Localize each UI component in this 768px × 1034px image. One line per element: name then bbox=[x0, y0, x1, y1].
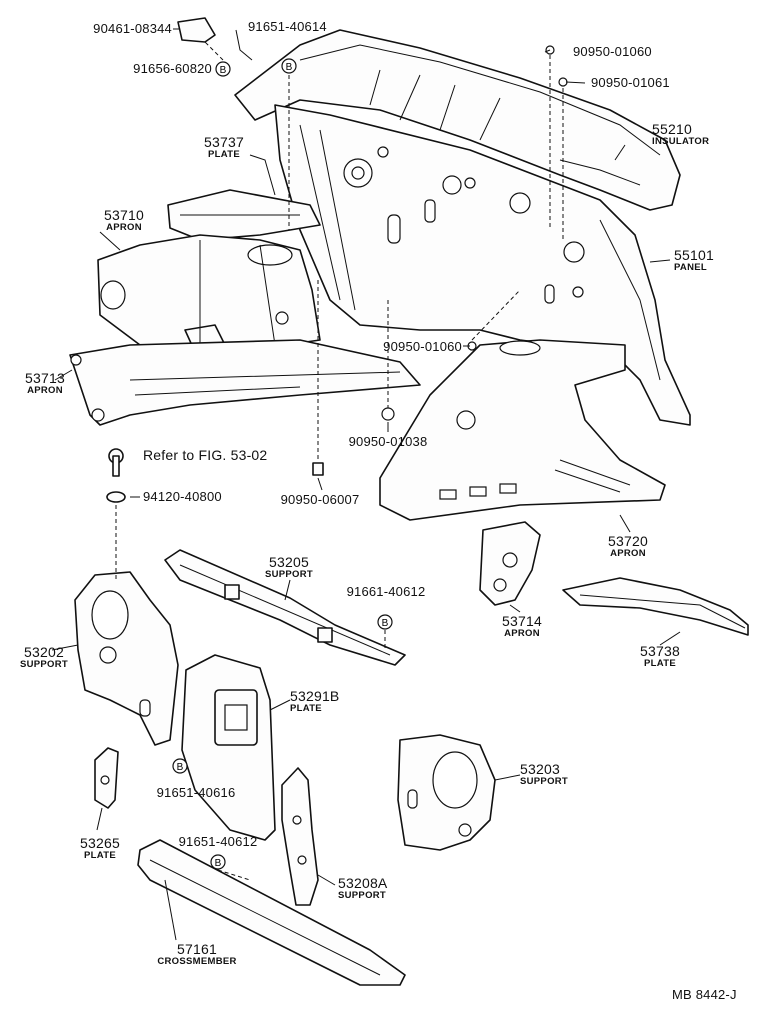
plate-53265[interactable] bbox=[94, 747, 119, 809]
label-94120-40800: 94120-40800 bbox=[143, 489, 222, 504]
apron-53713[interactable] bbox=[69, 339, 421, 426]
footer-code: MB 8442-J bbox=[672, 987, 737, 1002]
label-91656-60820: 91656-60820 bbox=[133, 61, 212, 76]
label-90950-01038: 90950-01038 bbox=[348, 434, 428, 449]
label-53720: 53720 APRON bbox=[608, 533, 648, 559]
label-53738: 53738 PLATE bbox=[640, 643, 680, 669]
label-55101: 55101 PANEL bbox=[674, 247, 714, 273]
label-53710: 53710 APRON bbox=[104, 207, 144, 233]
dashed-guides bbox=[115, 41, 564, 881]
label-53208A: 53208A SUPPORT bbox=[338, 875, 388, 901]
svg-text:B: B bbox=[177, 762, 184, 773]
callout-circles: B B B B B bbox=[172, 58, 393, 870]
apron-53714[interactable] bbox=[479, 521, 541, 606]
label-91651-40612: 91651-40612 bbox=[178, 834, 258, 849]
apron-53720[interactable] bbox=[379, 339, 666, 521]
label-53713: 53713 APRON bbox=[25, 370, 65, 396]
support-53203[interactable] bbox=[397, 734, 496, 851]
insulator-55210[interactable] bbox=[234, 29, 681, 211]
plate-53738[interactable] bbox=[562, 577, 749, 636]
label-91651-40616: 91651-40616 bbox=[156, 785, 236, 800]
plate-53291B[interactable] bbox=[181, 654, 276, 841]
leader-lines bbox=[51, 28, 681, 941]
reference-note: Refer to FIG. 53-02 bbox=[143, 447, 268, 463]
label-90950-01060-mid: 90950-01060 bbox=[383, 339, 462, 354]
label-53291B: 53291B PLATE bbox=[290, 688, 340, 714]
label-90950-01060-top: 90950-01060 bbox=[573, 44, 652, 59]
label-53737: 53737 PLATE bbox=[204, 134, 244, 160]
label-90950-01061: 90950-01061 bbox=[591, 75, 670, 90]
support-53208A[interactable] bbox=[281, 767, 319, 906]
nut-94120-40800 bbox=[106, 491, 126, 503]
label-53203: 53203 SUPPORT bbox=[520, 761, 569, 787]
label-90950-06007: 90950-06007 bbox=[280, 492, 360, 507]
svg-text:B: B bbox=[220, 65, 227, 76]
label-91651-40614: 91651-40614 bbox=[248, 19, 327, 34]
support-53202[interactable] bbox=[74, 571, 179, 746]
label-53205: 53205 SUPPORT bbox=[264, 554, 314, 580]
plate-53737[interactable] bbox=[167, 189, 321, 241]
apron-53710[interactable] bbox=[97, 234, 321, 356]
label-55210: 55210 INSULATOR bbox=[652, 121, 710, 147]
label-57161: 57161 CROSSMEMBER bbox=[157, 941, 237, 967]
label-53202: 53202 SUPPORT bbox=[19, 644, 69, 670]
label-90461-08344: 90461-08344 bbox=[93, 21, 172, 36]
svg-text:B: B bbox=[286, 62, 293, 73]
svg-text:B: B bbox=[215, 858, 222, 869]
crossmember-57161[interactable] bbox=[137, 839, 406, 986]
label-53265: 53265 PLATE bbox=[80, 835, 120, 861]
support-53205[interactable] bbox=[164, 549, 406, 666]
fasteners bbox=[106, 17, 568, 503]
svg-text:B: B bbox=[382, 618, 389, 629]
bracket-90461-08344 bbox=[177, 17, 216, 43]
label-91661-40612: 91661-40612 bbox=[346, 584, 426, 599]
label-53714: 53714 APRON bbox=[502, 613, 542, 639]
